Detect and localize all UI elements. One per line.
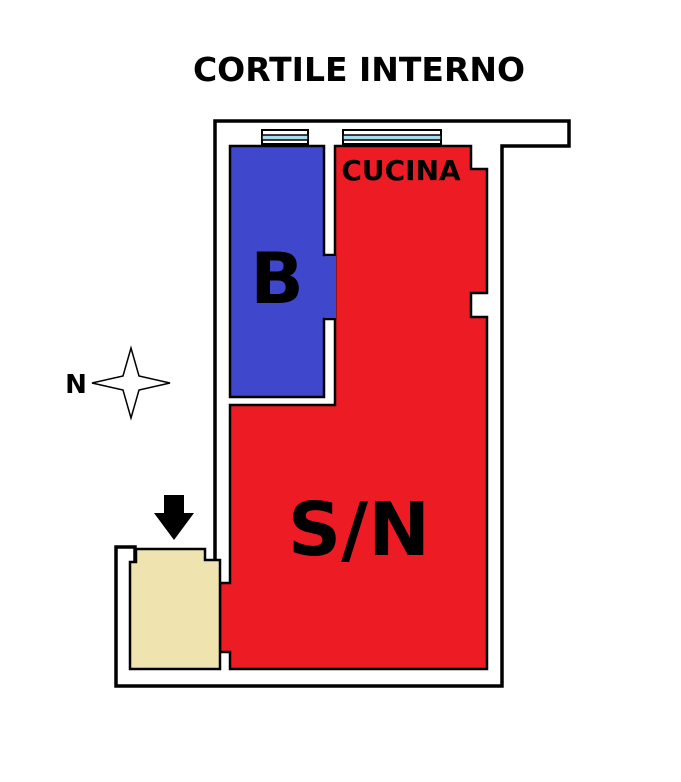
living-room-area	[218, 144, 489, 671]
living-room-label: S/N	[288, 487, 430, 573]
compass-north-label: N	[65, 370, 87, 400]
courtyard-title: CORTILE INTERNO	[193, 50, 525, 89]
bathroom-area	[228, 144, 337, 399]
bathroom-door	[325, 256, 336, 318]
kitchen-label: CUCINA	[341, 154, 461, 187]
compass-star-icon	[91, 345, 171, 421]
window-bathroom	[261, 129, 309, 145]
bathroom-label: B	[250, 238, 303, 320]
entrance-arrow-icon	[154, 495, 194, 540]
window-kitchen	[342, 129, 442, 145]
entrance-area	[128, 547, 222, 671]
